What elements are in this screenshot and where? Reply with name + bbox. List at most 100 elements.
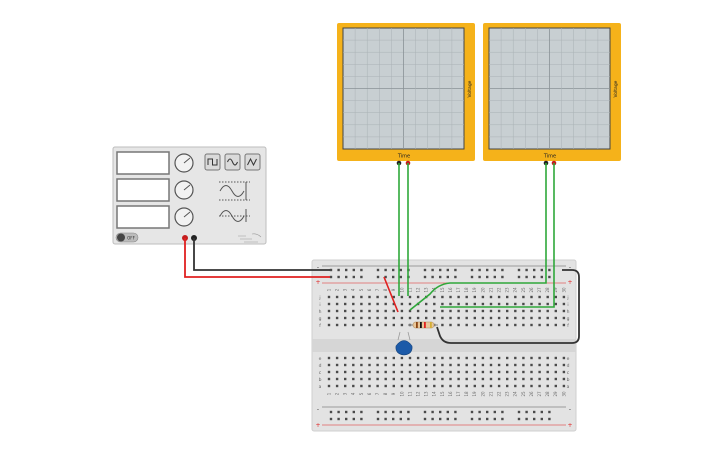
rail-hole[interactable] bbox=[548, 410, 551, 414]
breadboard-hole[interactable] bbox=[441, 302, 444, 306]
breadboard-hole[interactable] bbox=[497, 295, 501, 299]
rail-hole[interactable] bbox=[337, 268, 340, 272]
breadboard-hole[interactable] bbox=[400, 363, 404, 367]
breadboard-hole[interactable] bbox=[449, 309, 452, 313]
rail-hole[interactable] bbox=[384, 268, 387, 272]
rail-hole[interactable] bbox=[360, 268, 363, 272]
breadboard-hole[interactable] bbox=[400, 309, 404, 313]
breadboard-hole[interactable] bbox=[433, 295, 436, 299]
breadboard-hole[interactable] bbox=[457, 302, 460, 306]
breadboard-hole[interactable] bbox=[497, 302, 501, 306]
breadboard-hole[interactable] bbox=[384, 309, 387, 313]
rail-hole[interactable] bbox=[392, 417, 395, 421]
breadboard-hole[interactable] bbox=[457, 363, 460, 367]
breadboard-hole[interactable] bbox=[352, 377, 355, 381]
oscilloscope-1[interactable]: Time Voltage bbox=[337, 23, 475, 166]
breadboard-hole[interactable] bbox=[489, 363, 493, 367]
rail-hole[interactable] bbox=[352, 275, 355, 279]
breadboard-hole[interactable] bbox=[530, 309, 533, 313]
rail-hole[interactable] bbox=[329, 417, 333, 421]
breadboard-hole[interactable] bbox=[327, 370, 331, 374]
rail-hole[interactable] bbox=[493, 417, 496, 421]
breadboard-hole[interactable] bbox=[425, 302, 428, 306]
breadboard-hole[interactable] bbox=[400, 356, 404, 360]
breadboard-hole[interactable] bbox=[352, 302, 355, 306]
rail-hole[interactable] bbox=[517, 268, 521, 272]
rail-hole[interactable] bbox=[454, 268, 457, 272]
rail-hole[interactable] bbox=[345, 410, 348, 414]
breadboard-hole[interactable] bbox=[538, 295, 541, 299]
breadboard-hole[interactable] bbox=[506, 309, 509, 313]
breadboard-hole[interactable] bbox=[408, 377, 412, 381]
rail-hole[interactable] bbox=[423, 275, 427, 279]
breadboard-hole[interactable] bbox=[554, 309, 557, 313]
rail-hole[interactable] bbox=[399, 275, 402, 279]
breadboard-hole[interactable] bbox=[530, 316, 533, 320]
breadboard-hole[interactable] bbox=[506, 356, 509, 360]
breadboard-hole[interactable] bbox=[546, 295, 549, 299]
breadboard-hole[interactable] bbox=[497, 370, 501, 374]
breadboard-hole[interactable] bbox=[352, 356, 355, 360]
breadboard-hole[interactable] bbox=[489, 309, 493, 313]
breadboard-hole[interactable] bbox=[522, 384, 525, 388]
breadboard-hole[interactable] bbox=[489, 377, 493, 381]
rail-hole[interactable] bbox=[431, 410, 434, 414]
rail-hole[interactable] bbox=[478, 410, 481, 414]
breadboard-hole[interactable] bbox=[489, 323, 493, 327]
breadboard-hole[interactable] bbox=[514, 295, 517, 299]
breadboard-hole[interactable] bbox=[506, 316, 509, 320]
rail-hole[interactable] bbox=[352, 417, 355, 421]
rail-hole[interactable] bbox=[337, 410, 340, 414]
breadboard-hole[interactable] bbox=[425, 316, 428, 320]
resistor[interactable] bbox=[408, 321, 438, 329]
breadboard-hole[interactable] bbox=[506, 384, 509, 388]
breadboard-hole[interactable] bbox=[497, 384, 501, 388]
breadboard-hole[interactable] bbox=[449, 295, 452, 299]
rail-hole[interactable] bbox=[329, 268, 333, 272]
triangle-wave-button[interactable] bbox=[224, 153, 241, 171]
breadboard-hole[interactable] bbox=[416, 384, 420, 388]
rail-hole[interactable] bbox=[384, 417, 387, 421]
breadboard-hole[interactable] bbox=[408, 356, 412, 360]
breadboard-hole[interactable] bbox=[457, 384, 460, 388]
breadboard-hole[interactable] bbox=[481, 323, 485, 327]
rail-hole[interactable] bbox=[486, 417, 489, 421]
breadboard-hole[interactable] bbox=[546, 323, 549, 327]
breadboard-hole[interactable] bbox=[522, 316, 525, 320]
breadboard-hole[interactable] bbox=[416, 370, 420, 374]
amplitude-knob[interactable] bbox=[174, 180, 194, 200]
breadboard-hole[interactable] bbox=[538, 370, 541, 374]
breadboard-hole[interactable] bbox=[344, 302, 347, 306]
breadboard-hole[interactable] bbox=[327, 316, 331, 320]
breadboard-hole[interactable] bbox=[433, 356, 436, 360]
breadboard-hole[interactable] bbox=[465, 323, 468, 327]
breadboard-hole[interactable] bbox=[441, 384, 444, 388]
breadboard-hole[interactable] bbox=[392, 316, 395, 320]
rail-hole[interactable] bbox=[478, 268, 481, 272]
rail-hole[interactable] bbox=[533, 268, 536, 272]
rail-hole[interactable] bbox=[329, 410, 333, 414]
breadboard-hole[interactable] bbox=[546, 309, 549, 313]
breadboard-hole[interactable] bbox=[546, 384, 549, 388]
rail-hole[interactable] bbox=[486, 268, 489, 272]
breadboard-hole[interactable] bbox=[368, 295, 371, 299]
breadboard-hole[interactable] bbox=[554, 363, 557, 367]
rail-hole[interactable] bbox=[533, 417, 536, 421]
breadboard-hole[interactable] bbox=[376, 295, 379, 299]
breadboard-hole[interactable] bbox=[376, 309, 379, 313]
breadboard-hole[interactable] bbox=[392, 302, 395, 306]
rail-hole[interactable] bbox=[345, 417, 348, 421]
breadboard-hole[interactable] bbox=[441, 370, 444, 374]
breadboard-hole[interactable] bbox=[384, 377, 387, 381]
rail-hole[interactable] bbox=[454, 410, 457, 414]
breadboard-hole[interactable] bbox=[514, 363, 517, 367]
breadboard-hole[interactable] bbox=[497, 363, 501, 367]
rail-hole[interactable] bbox=[399, 417, 402, 421]
breadboard-hole[interactable] bbox=[522, 377, 525, 381]
breadboard-hole[interactable] bbox=[344, 309, 347, 313]
breadboard-hole[interactable] bbox=[506, 302, 509, 306]
breadboard-hole[interactable] bbox=[489, 356, 493, 360]
breadboard-hole[interactable] bbox=[368, 384, 371, 388]
rail-hole[interactable] bbox=[423, 410, 427, 414]
